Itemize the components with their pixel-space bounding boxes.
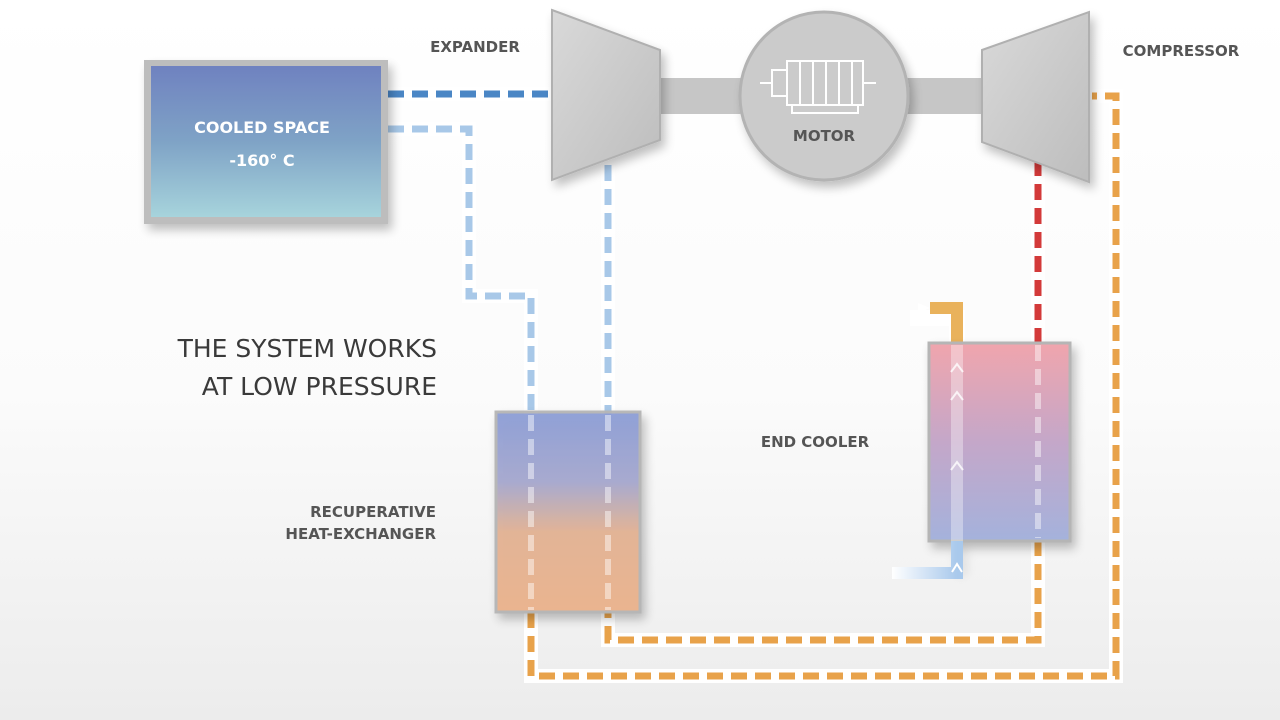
recuperative-heat-exchanger — [494, 410, 642, 614]
heat-exchanger-label-line1: RECUPERATIVE — [310, 503, 436, 521]
pipe-cooled-space-return — [388, 122, 538, 415]
cooling-water-outlet — [910, 302, 965, 343]
expander-label: EXPANDER — [430, 38, 520, 56]
cooled-space: COOLED SPACE -160° C — [144, 60, 388, 224]
cooled-space-title: COOLED SPACE — [194, 118, 330, 137]
pipe-network — [388, 87, 1123, 683]
compressor-label: COMPRESSOR — [1123, 42, 1240, 60]
headline-line2: AT LOW PRESSURE — [202, 372, 437, 401]
pipe-end-cooler-to-hx — [601, 540, 1045, 647]
flow-arrows-icon — [950, 362, 964, 471]
cooling-water-inlet — [892, 541, 963, 579]
cooled-space-temperature: -160° C — [229, 151, 294, 170]
expander — [551, 8, 661, 182]
motor-label: MOTOR — [793, 127, 856, 145]
headline-line1: THE SYSTEM WORKS — [177, 334, 437, 363]
heat-exchanger-label-line2: HEAT-EXCHANGER — [285, 525, 436, 543]
motor-icon — [760, 60, 876, 114]
end-cooler-label: END COOLER — [761, 433, 870, 451]
pipe-hx-to-compressor — [524, 89, 1123, 683]
motor: MOTOR — [738, 10, 910, 182]
end-cooler — [927, 341, 1072, 570]
compressor — [981, 10, 1090, 184]
